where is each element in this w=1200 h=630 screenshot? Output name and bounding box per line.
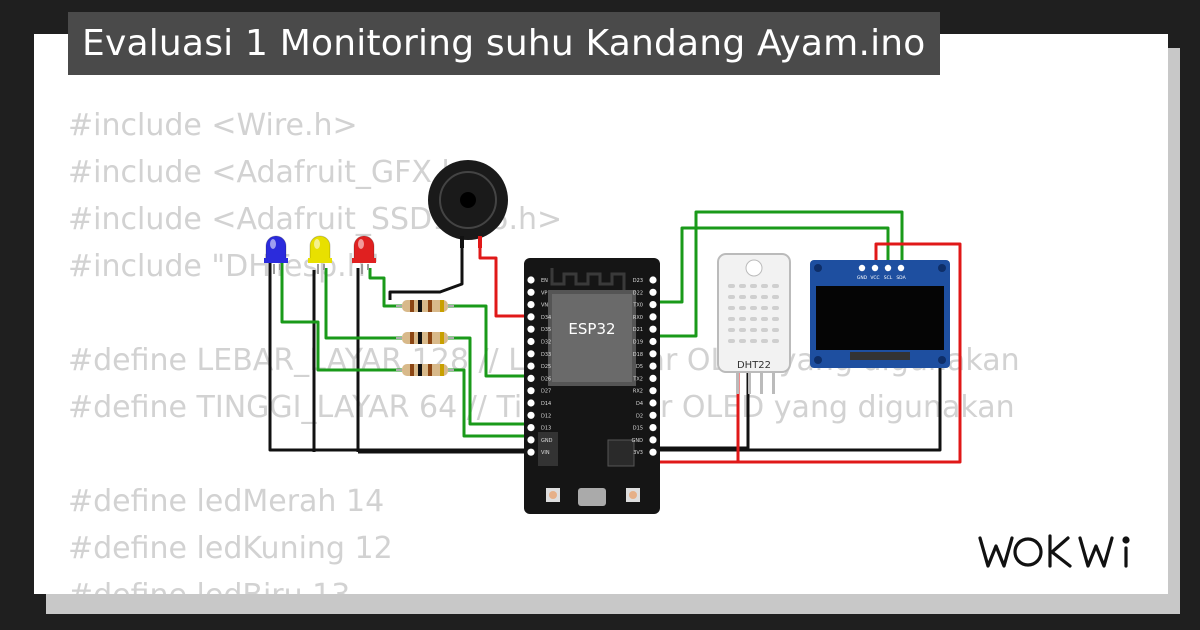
esp32-pin[interactable] <box>527 350 535 358</box>
pin-label: 3V3 <box>633 450 643 456</box>
esp32-pin[interactable] <box>649 399 657 407</box>
pin-label: GND <box>541 438 553 444</box>
project-title: Evaluasi 1 Monitoring suhu Kandang Ayam.… <box>82 23 926 64</box>
wire-led-red <box>368 268 402 308</box>
wokwi-logo <box>978 534 1130 568</box>
wire-led-yellow <box>324 268 402 340</box>
led-red[interactable] <box>352 235 376 274</box>
esp32-pin[interactable] <box>649 288 657 296</box>
esp32-pin[interactable] <box>649 350 657 358</box>
pin-label: D5 <box>636 364 643 370</box>
esp32-pin[interactable] <box>649 424 657 432</box>
wire-oled-vcc <box>738 242 962 464</box>
wire-buzzer-signal <box>478 244 528 318</box>
esp32-pin[interactable] <box>649 313 657 321</box>
oled-pin-label: GND <box>857 275 868 281</box>
esp32-pin[interactable] <box>649 448 657 456</box>
esp32-pin[interactable] <box>527 387 535 395</box>
code-line: #include <Wire.h> <box>68 108 358 143</box>
pin-label: D27 <box>541 389 551 395</box>
oled-pin[interactable] <box>884 264 892 272</box>
pin-label: D32 <box>541 340 551 346</box>
dht22-label: DHT22 <box>737 360 771 371</box>
code-line: #define ledMerah 14 <box>68 484 385 519</box>
pin-label: TX2 <box>632 376 643 382</box>
esp32-pin[interactable] <box>649 362 657 370</box>
pin-label: D19 <box>633 340 643 346</box>
pin-label: D14 <box>541 401 551 407</box>
pin-label: D15 <box>633 426 643 432</box>
led-yellow[interactable] <box>308 235 332 274</box>
pin-label: D23 <box>633 278 643 284</box>
pin-label: D22 <box>633 290 643 296</box>
pin-label: VP <box>541 290 547 296</box>
esp32-pin[interactable] <box>527 288 535 296</box>
esp32-pin[interactable] <box>649 301 657 309</box>
pin-label: RX0 <box>633 315 643 321</box>
esp32-pin[interactable] <box>527 313 535 321</box>
esp32-pin[interactable] <box>649 387 657 395</box>
usb-port-icon <box>578 488 606 506</box>
oled-pin[interactable] <box>871 264 879 272</box>
esp32-pin[interactable] <box>527 448 535 456</box>
pin-label: D2 <box>636 413 643 419</box>
led-blue[interactable] <box>264 235 288 274</box>
dht22-sensor[interactable]: DHT22 <box>717 253 791 394</box>
oled-pin-label: SDA <box>896 275 906 281</box>
pin-label: TX0 <box>632 303 643 309</box>
resistor[interactable] <box>396 300 454 312</box>
code-line: #define ledBiru 13 <box>68 572 1020 594</box>
esp32-pin[interactable] <box>527 337 535 346</box>
esp32-pin[interactable] <box>527 325 535 333</box>
pin-label: D13 <box>541 426 551 432</box>
esp32-board[interactable]: ESP32 ENVPVND34D35D32D33D25D26D27D14D12D… <box>524 258 660 514</box>
oled-pin[interactable] <box>897 264 905 272</box>
pin-label: D4 <box>636 401 643 407</box>
esp32-pin[interactable] <box>649 337 657 346</box>
esp32-pin[interactable] <box>527 436 535 444</box>
wire-buzzer-gnd <box>388 240 464 300</box>
pin-label: EN <box>541 278 548 284</box>
pin-label: D33 <box>541 352 551 358</box>
esp32-pin[interactable] <box>649 374 657 382</box>
oled-pin[interactable] <box>858 264 866 272</box>
pin-label: VIN <box>541 450 550 456</box>
esp32-pin[interactable] <box>527 362 535 370</box>
esp32-pin[interactable] <box>527 424 535 432</box>
resistor[interactable] <box>396 364 454 376</box>
pin-label: D35 <box>541 327 551 333</box>
pin-label: D12 <box>541 413 551 419</box>
esp32-pin[interactable] <box>527 301 535 309</box>
esp32-pin[interactable] <box>527 411 535 419</box>
esp32-pin[interactable] <box>527 374 535 382</box>
esp32-pin[interactable] <box>649 411 657 419</box>
oled-pin-label: VCC <box>870 275 879 281</box>
pin-label: GND <box>632 438 644 444</box>
wire-oled-sda <box>658 210 904 338</box>
esp32-pin[interactable] <box>527 276 535 284</box>
pin-label: D34 <box>541 315 551 321</box>
code-line: #include "DHTesp.h" <box>68 249 380 284</box>
wire-gnd-led-blue <box>268 262 528 452</box>
esp32-label: ESP32 <box>568 320 615 338</box>
wire-oled-scl <box>658 226 890 304</box>
pin-label: RX2 <box>633 389 643 395</box>
pin-label: D21 <box>633 327 643 333</box>
pin-label: D18 <box>633 352 643 358</box>
esp32-pin[interactable] <box>527 399 535 407</box>
wire-led-blue <box>280 262 402 372</box>
esp32-pin[interactable] <box>649 436 657 444</box>
pin-label: D25 <box>541 364 551 370</box>
esp32-pin[interactable] <box>649 276 657 284</box>
esp32-pin[interactable] <box>649 325 657 333</box>
oled-pin-label: SCL <box>884 275 893 281</box>
pin-label: D26 <box>541 376 551 382</box>
resistor[interactable] <box>396 332 454 344</box>
pin-label: VN <box>541 303 548 309</box>
buzzer[interactable] <box>428 160 508 248</box>
project-title-bar: Evaluasi 1 Monitoring suhu Kandang Ayam.… <box>68 12 940 75</box>
code-line: #define ledKuning 12 <box>68 531 393 566</box>
